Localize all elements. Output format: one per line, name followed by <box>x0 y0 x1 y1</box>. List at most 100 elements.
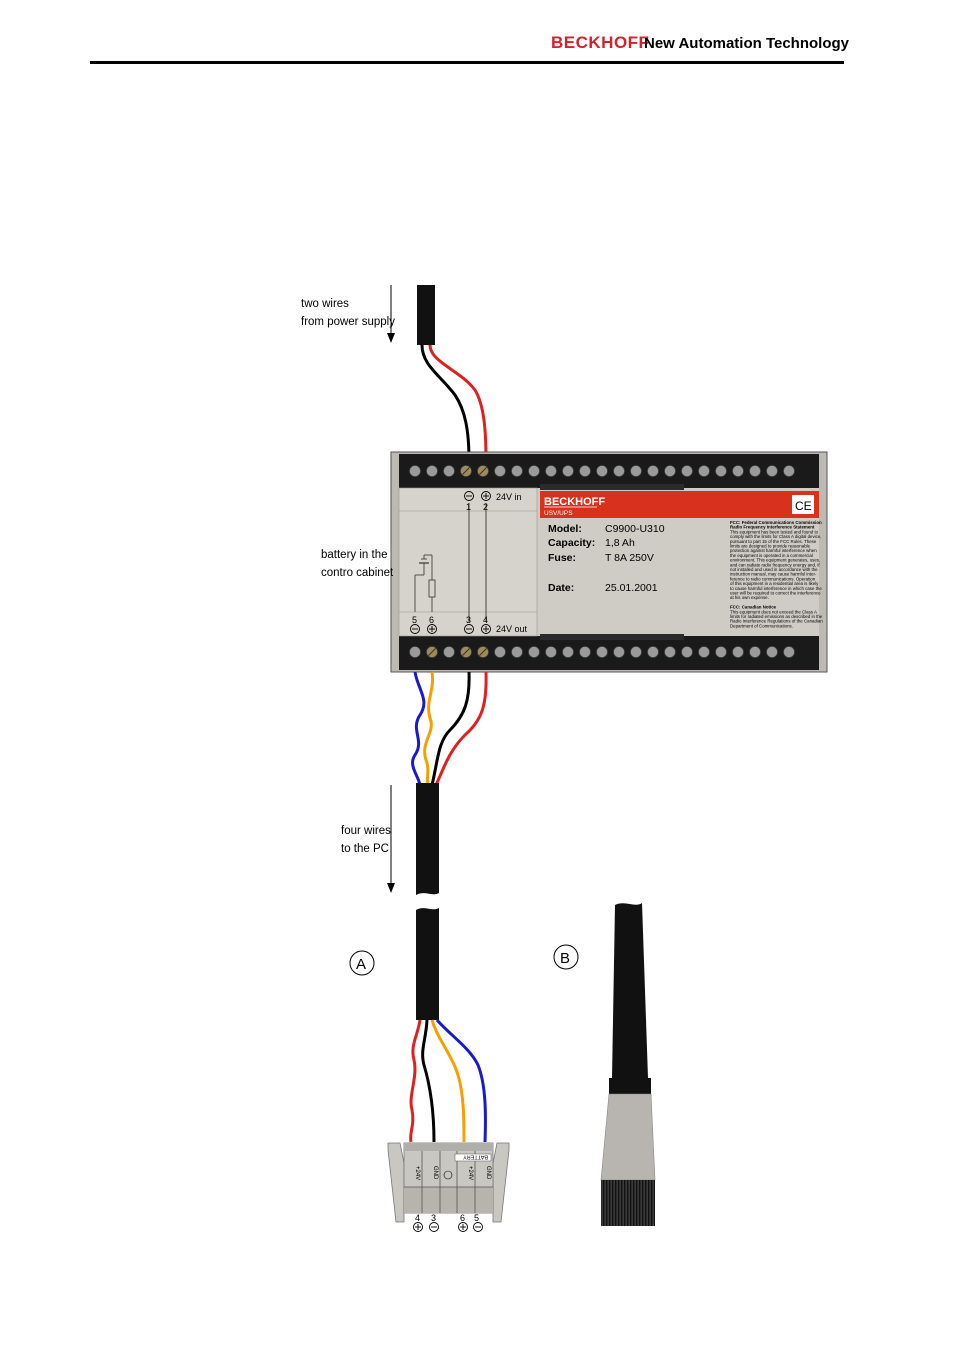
pc-cable-upper <box>416 783 439 895</box>
input-label: 24V in <box>496 492 522 502</box>
top-terminal-row <box>409 465 795 477</box>
minus-icon <box>410 624 420 634</box>
connector-pin-number-3: 3 <box>431 1213 436 1223</box>
terminal-screw <box>681 465 693 477</box>
input-wire-black <box>420 344 471 461</box>
fcc-line: at his own expense. <box>730 595 769 600</box>
connector-wire-black <box>421 1019 436 1143</box>
terminal-screw <box>766 646 778 658</box>
terminal-screw <box>783 646 795 658</box>
fcc-line: user will be required to correct the int… <box>730 591 821 596</box>
spec-value-model: C9900-U310 <box>605 523 665 535</box>
connector-header-label: BATTERY <box>463 1154 488 1160</box>
fcc-line: limits are designed to provide reasonabl… <box>730 544 811 549</box>
terminal-screw <box>698 465 710 477</box>
connector-pin-number-4: 4 <box>415 1213 420 1223</box>
battery-icon <box>414 554 436 612</box>
terminal-screw <box>562 465 574 477</box>
spec-value-capacity: 1,8 Ah <box>605 537 635 549</box>
screw-slot <box>479 467 487 475</box>
fcc-line: ference to radio communications. Operati… <box>730 576 816 581</box>
screw-slot <box>462 648 470 656</box>
plus-icon <box>481 491 491 501</box>
terminal-screw <box>664 646 676 658</box>
input-cable-jacket <box>417 285 435 345</box>
ground-icon <box>443 1170 453 1180</box>
fcc-line: limits for radiated emissions as describ… <box>730 614 823 619</box>
terminal-screw <box>443 646 455 658</box>
fcc-line: the equipment is operated in a commercia… <box>730 553 813 558</box>
terminal-screw <box>511 646 523 658</box>
terminal-screw <box>545 465 557 477</box>
terminal-screw <box>528 465 540 477</box>
plus-icon <box>458 1222 468 1232</box>
fcc-line: and can radiate radio frequency energy a… <box>730 562 820 567</box>
fcc-line: FCC: Canadian Notice <box>730 605 777 610</box>
terminal-screw <box>528 646 540 658</box>
terminal-screw <box>443 465 455 477</box>
fcc-line: Radio Frequency Interference Statement <box>730 525 815 530</box>
connector-a: BATTERY +24V GND +24V GND <box>387 1142 510 1223</box>
fcc-line: This equipment has been tested and found… <box>730 529 819 534</box>
input-wire-red <box>428 344 488 461</box>
arrow-down-icon <box>387 785 395 893</box>
pc-label-line1: four wires <box>341 825 391 837</box>
battery-label-line1: battery in the <box>321 549 387 561</box>
screw-slot <box>462 467 470 475</box>
terminal-screw <box>749 465 761 477</box>
terminal-screw <box>647 646 659 658</box>
connector-wire-red <box>409 1019 422 1143</box>
spec-key-date: Date: <box>548 582 574 594</box>
plus-icon <box>481 624 491 634</box>
connector-pin-label-4: +24V <box>467 1166 473 1180</box>
terminal-number-6: 6 <box>429 615 434 625</box>
fcc-line: FCC: Federal Communications Commission <box>730 520 822 525</box>
minus-icon <box>429 1222 439 1232</box>
terminal-screw <box>630 646 642 658</box>
variant-b-badge: B <box>553 944 579 970</box>
fcc-line: comply with the limits for Class A digit… <box>730 534 822 539</box>
variant-a-badge: A <box>349 950 375 976</box>
minus-icon <box>464 491 474 501</box>
terminal-screw <box>681 646 693 658</box>
terminal-screw <box>562 646 574 658</box>
terminal-screw <box>664 465 676 477</box>
minus-icon <box>473 1222 483 1232</box>
terminal-screw <box>766 465 778 477</box>
terminal-screw <box>613 646 625 658</box>
connector-pin-number-5: 5 <box>474 1213 479 1223</box>
terminal-screw <box>732 646 744 658</box>
pc-cable-lower <box>416 908 439 1020</box>
power-supply-label: two wires from power supply <box>301 298 395 328</box>
terminal-screw <box>494 465 506 477</box>
fcc-line: protection against harmful interference … <box>730 548 817 553</box>
spec-value-fuse: T 8A 250V <box>605 552 654 564</box>
terminal-screw <box>613 465 625 477</box>
connector-b <box>600 903 656 1226</box>
minus-icon <box>464 624 474 634</box>
ce-mark-icon: CE <box>795 499 812 513</box>
terminal-screw <box>545 646 557 658</box>
terminal-screw <box>749 646 761 658</box>
connector-wire-blue <box>435 1019 487 1143</box>
terminal-number-1: 1 <box>466 502 471 512</box>
connector-pin-label-5: GND <box>485 1166 491 1180</box>
header-rule <box>90 61 844 64</box>
terminal-screw <box>698 646 710 658</box>
terminal-screw <box>715 465 727 477</box>
fcc-line: to cause harmful interference in which c… <box>730 586 822 591</box>
terminal-number-4: 4 <box>483 615 488 625</box>
terminal-screw <box>715 646 727 658</box>
connector-wire-orange <box>430 1019 466 1143</box>
spec-key-model: Model: <box>548 523 582 535</box>
terminal-number-5: 5 <box>412 615 417 625</box>
fcc-statement: FCC: Federal Communications CommissionRa… <box>730 520 823 628</box>
brand-tagline: New Automation Technology <box>644 35 849 52</box>
output-wire-blue <box>411 671 426 786</box>
fcc-line: Radio Interference Regulations of the Ca… <box>730 619 823 624</box>
plus-icon <box>427 624 437 634</box>
terminal-screw <box>409 465 421 477</box>
fcc-line: instruction manual, may cause harmful in… <box>730 572 817 577</box>
terminal-screw <box>596 646 608 658</box>
terminal-screw <box>579 646 591 658</box>
